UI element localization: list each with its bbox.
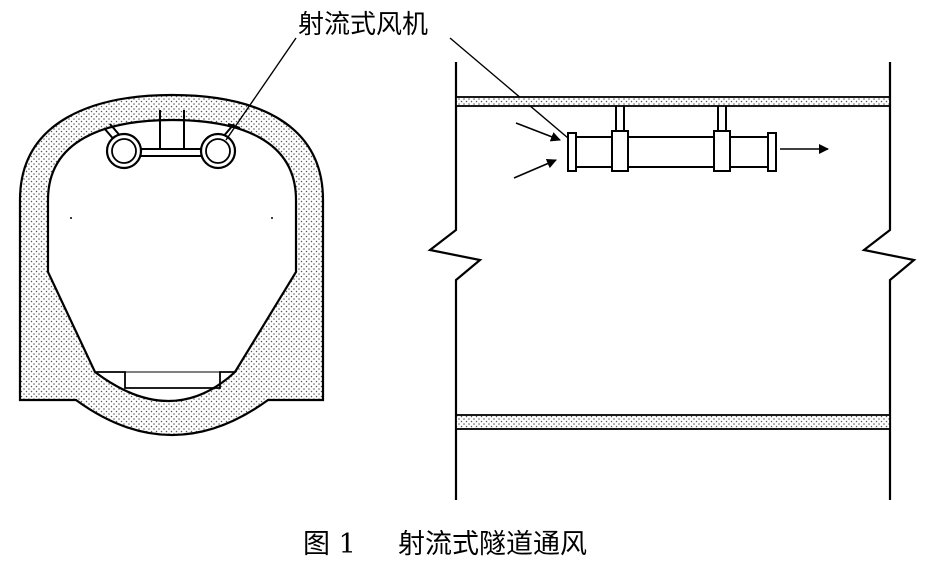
fan-label: 射流式风机 bbox=[298, 10, 428, 40]
jet-fan-side-view bbox=[567, 130, 777, 172]
figure-number: 图 1 bbox=[303, 529, 356, 560]
floor-slab bbox=[455, 414, 891, 430]
intake-arrow-upper bbox=[515, 122, 561, 142]
jet-fan-left-section bbox=[103, 123, 143, 170]
fan-crossbar bbox=[139, 148, 204, 157]
left-wall bbox=[427, 62, 483, 500]
right-wall bbox=[861, 62, 917, 500]
jet-fan-right-section bbox=[199, 123, 241, 170]
tunnel-longitudinal-section bbox=[427, 62, 917, 500]
ceiling-slab bbox=[455, 96, 891, 107]
intake-arrow-lower bbox=[513, 158, 557, 179]
survey-mark-left bbox=[70, 217, 72, 219]
center-hanger bbox=[159, 110, 185, 148]
label-leader-lines bbox=[225, 37, 569, 141]
figure-caption: 射流式隧道通风 bbox=[398, 529, 587, 560]
tunnel-cross-section bbox=[18, 93, 325, 436]
survey-mark-right bbox=[271, 217, 273, 219]
tunnel-inner-clearance bbox=[46, 118, 298, 402]
